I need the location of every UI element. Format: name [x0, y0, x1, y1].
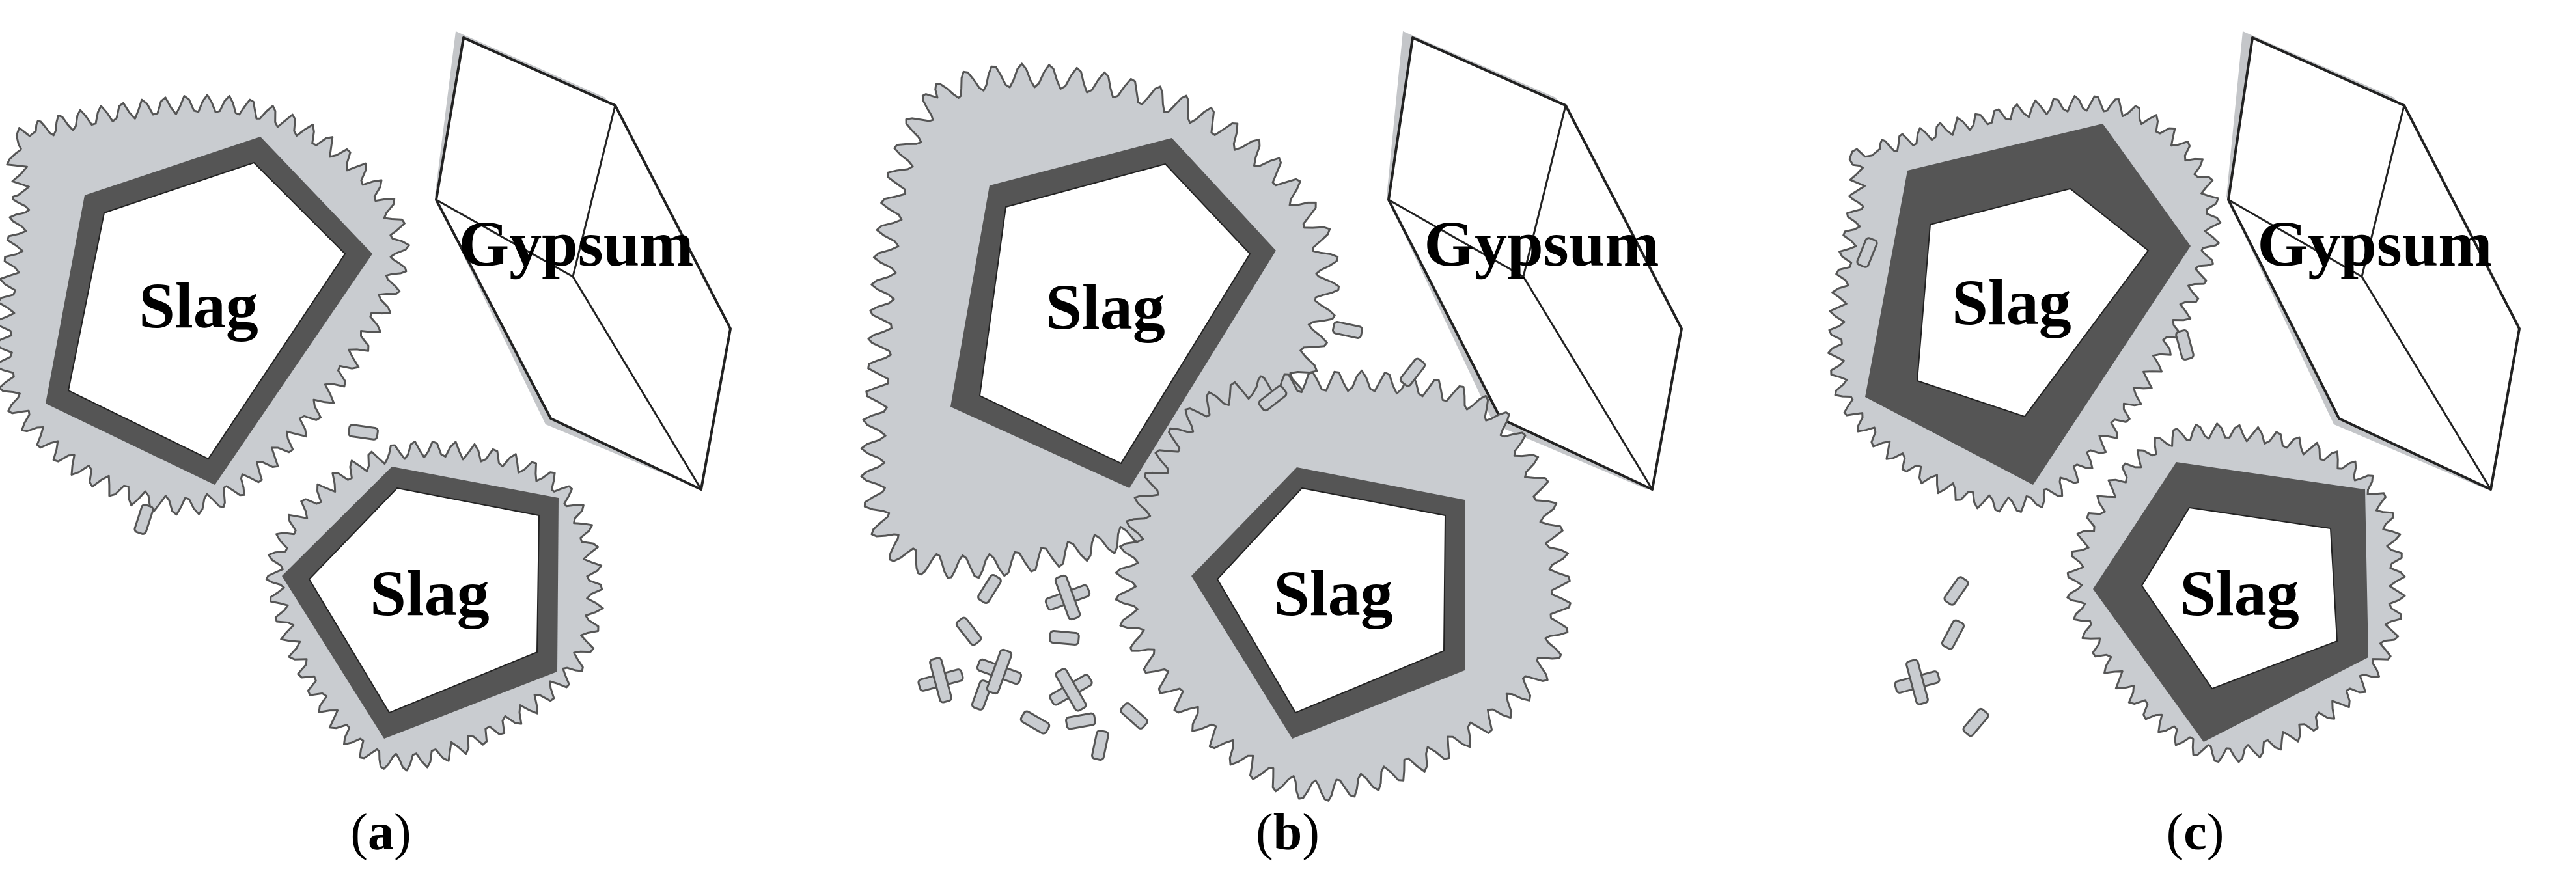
- hydrate-needle: [1091, 730, 1109, 761]
- gypsum-edge: [2361, 105, 2405, 277]
- hydrate-needle: [1019, 710, 1051, 735]
- slag-core: [978, 163, 1251, 465]
- hydrate-needle: [1941, 619, 1965, 650]
- hydrate-needles-b: [917, 321, 1426, 761]
- slag-label: Slag: [370, 557, 489, 629]
- hydrate-needle: [1065, 712, 1096, 730]
- hydrate-cross: [917, 657, 964, 704]
- slag-particle-bottom-a: Slag: [265, 441, 604, 772]
- slag-core: [1216, 487, 1447, 714]
- hydrate-needle: [2175, 329, 2195, 361]
- panel-caption-c: (c): [2167, 804, 2224, 861]
- gypsum-edge: [1522, 276, 1654, 490]
- hydrate-needle: [1943, 576, 1969, 606]
- gypsum-edge: [436, 198, 574, 278]
- gypsum-label: Gypsum: [1424, 208, 1659, 280]
- slag-core: [2140, 506, 2338, 690]
- gypsum-crystal-b: Gypsum: [1387, 31, 1683, 491]
- gypsum-edge: [1522, 105, 1567, 277]
- gypsum-edge: [572, 276, 702, 490]
- gypsum-crystal-c: Gypsum: [2226, 31, 2521, 491]
- slag-core: [308, 487, 540, 714]
- hydrate-needle: [1258, 385, 1288, 412]
- hydrate-cross: [976, 648, 1023, 695]
- panel-c: Gypsum Slag Slag (c): [1827, 31, 2521, 861]
- hydrate-needle: [955, 616, 982, 646]
- slag-label: Slag: [1046, 271, 1165, 343]
- slag-particle-top-a: Slag: [0, 94, 410, 516]
- hydrate-needle: [348, 424, 379, 441]
- hydrate-needle: [1120, 702, 1148, 730]
- hydrate-cross: [1049, 668, 1093, 712]
- hydrate-needle: [133, 504, 154, 535]
- slag-particle-top-c: Slag: [1827, 95, 2222, 513]
- slag-core: [67, 161, 346, 460]
- hydrate-needle: [1332, 321, 1363, 339]
- panel-caption-b: (b): [1256, 804, 1320, 861]
- panel-caption-a: (a): [350, 804, 411, 861]
- gypsum-crystal-a: Gypsum: [435, 31, 732, 491]
- hydrate-needle: [1049, 630, 1080, 646]
- slag-label: Slag: [2180, 557, 2299, 629]
- hydrate-needle: [1962, 707, 1989, 737]
- slag-core: [1916, 187, 2150, 418]
- hydrate-needle: [977, 573, 1002, 605]
- hydrate-needles-a: [133, 424, 379, 535]
- hydrate-needle: [1399, 357, 1426, 387]
- gypsum-edge: [2361, 276, 2492, 490]
- gypsum-label: Gypsum: [2257, 208, 2492, 280]
- slag-particle-bottom-c: Slag: [2066, 422, 2406, 763]
- hydrate-needles-c: [1856, 237, 2195, 737]
- gypsum-edge: [1388, 198, 1524, 278]
- gypsum-edge: [2228, 198, 2362, 278]
- slag-label: Slag: [1952, 266, 2071, 338]
- gypsum-edge: [572, 105, 616, 277]
- hydrate-cross: [1044, 574, 1091, 621]
- panel-b: Gypsum Slag Slag: [860, 31, 1683, 861]
- hydrate-needle: [1856, 237, 1878, 268]
- slag-particle-bottom-b: Slag: [1115, 369, 1572, 802]
- slag-label: Slag: [139, 269, 258, 342]
- slag-label: Slag: [1273, 557, 1392, 629]
- hydrate-cross: [1894, 659, 1941, 705]
- panel-a: Gypsum Slag Slag (a): [0, 31, 732, 861]
- gypsum-label: Gypsum: [458, 208, 693, 280]
